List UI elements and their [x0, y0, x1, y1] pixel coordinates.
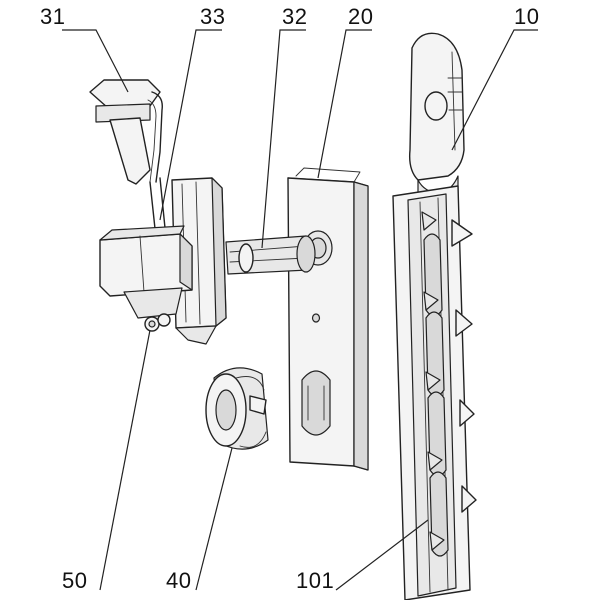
leader-32 — [261, 29, 306, 249]
leader-101 — [335, 519, 429, 591]
callout-labels: 31 33 32 20 10 50 40 101 — [40, 4, 539, 593]
part-10-rail — [392, 32, 477, 600]
callout-101: 101 — [296, 568, 334, 593]
part-32-shaft — [225, 235, 316, 275]
leader-10 — [451, 29, 538, 151]
leader-31 — [62, 29, 129, 93]
part-50-carrier — [99, 225, 193, 332]
part-20-plate — [287, 167, 369, 471]
part-31-latch — [89, 79, 167, 239]
callout-33: 33 — [200, 4, 225, 29]
callout-10: 10 — [514, 4, 539, 29]
leader-40 — [195, 447, 233, 591]
leader-20 — [317, 29, 372, 179]
part-40-bushing — [205, 367, 269, 450]
callout-50: 50 — [62, 568, 87, 593]
callout-40: 40 — [166, 568, 191, 593]
part-33-bracket — [171, 177, 227, 345]
callout-31: 31 — [40, 4, 65, 29]
leader-33 — [159, 29, 222, 221]
leader-lines — [62, 29, 538, 591]
callout-20: 20 — [348, 4, 373, 29]
callout-32: 32 — [282, 4, 307, 29]
leader-50 — [99, 329, 151, 591]
